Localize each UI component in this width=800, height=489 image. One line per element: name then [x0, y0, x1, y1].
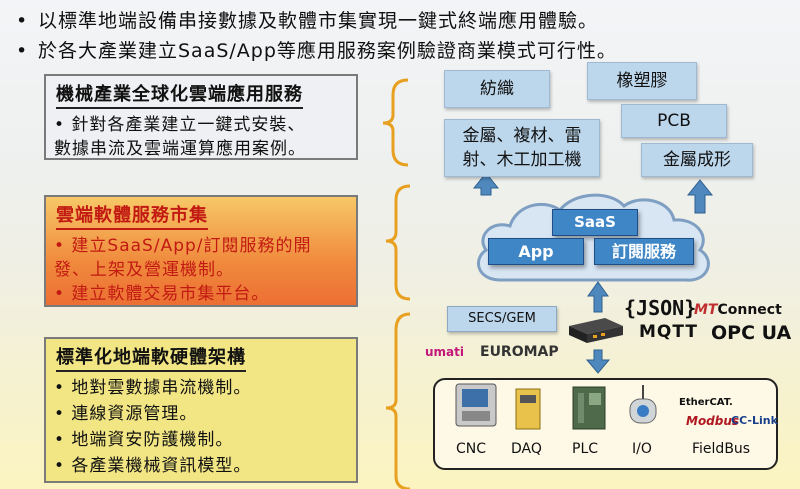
subscription-box: 訂閱服務	[594, 238, 694, 265]
panel-title: 雲端軟體服務市集	[56, 201, 208, 230]
modbus-logo: Modbus	[686, 414, 740, 428]
arrow-up-right	[686, 179, 714, 214]
arrow-gateway-devices	[585, 349, 611, 374]
panel-line: • 建立軟體交易市集平台。	[54, 284, 270, 304]
mtconnect-rest: Connect	[717, 302, 782, 318]
panel-software-market: 雲端軟體服務市集 • 建立SaaS/App/訂閱服務的開 發、上架及營運機制。 …	[44, 195, 358, 307]
panel-line: • 各產業機械資訊模型。	[54, 456, 252, 476]
bullet-dot: •	[16, 10, 29, 32]
bullet-dot: •	[16, 40, 29, 62]
industry-plastics: 橡塑膠	[587, 62, 697, 100]
mtconnect-logo: MTConnect	[694, 302, 782, 318]
device-label-io: I/O	[632, 441, 652, 457]
io-module-icon	[629, 385, 657, 424]
mqtt-logo: MQTT	[639, 322, 698, 342]
panel-line: • 地對雲數據串流機制。	[54, 378, 252, 398]
industry-metal-line-2: 射、木工加工機	[462, 150, 582, 170]
bullet-line-2: • 於各大產業建立SaaS/App等應用服務案例驗證商業模式可行性。	[16, 36, 617, 63]
gateway-device-icon	[565, 316, 627, 344]
bracket-middle	[385, 184, 411, 301]
panel-title: 標準化地端軟硬體架構	[56, 343, 246, 372]
umati-logo: umati	[425, 345, 464, 359]
industry-metal-composite: 金屬、複材、雷 射、木工加工機	[444, 119, 600, 177]
device-label-fieldbus: FieldBus	[692, 441, 751, 457]
cclink-logo: CC-Link	[731, 414, 778, 427]
industry-metal-line-1: 金屬、複材、雷	[462, 126, 582, 146]
mtconnect-mt: MT	[694, 302, 718, 318]
json-logo: {JSON}	[624, 296, 697, 320]
panel-line: • 針對各產業建立一鍵式安裝、	[54, 115, 306, 135]
euromap-logo: EUROMAP	[480, 344, 559, 360]
industry-pcb: PCB	[621, 104, 727, 138]
bullet-text-2: 於各大產業建立SaaS/App等應用服務案例驗證商業模式可行性。	[38, 40, 617, 62]
panel-cloud-services: 機械產業全球化雲端應用服務 • 針對各產業建立一鍵式安裝、 數據串流及雲端運算應…	[44, 74, 358, 160]
ethercat-logo: EtherCAT.	[679, 397, 733, 408]
arrow-cloud-gateway	[587, 281, 609, 313]
panel-line: • 地端資安防護機制。	[54, 430, 234, 450]
bullet-text-1: 以標準地端設備串接數據及軟體市集實現一鍵式終端應用體驗。	[38, 10, 599, 32]
panel-title: 機械產業全球化雲端應用服務	[56, 80, 303, 109]
opcua-logo: OPC UA	[711, 322, 792, 344]
device-label-cnc: CNC	[456, 441, 487, 457]
panel-line: 發、上架及營運機制。	[54, 260, 234, 280]
daq-icon	[515, 388, 541, 430]
industry-metal-forming: 金屬成形	[641, 143, 753, 177]
industry-textile: 紡織	[444, 70, 550, 108]
saas-box: SaaS	[552, 209, 638, 236]
arrow-up-left	[472, 172, 500, 196]
bullet-line-1: • 以標準地端設備串接數據及軟體市集實現一鍵式終端應用體驗。	[16, 6, 598, 33]
plc-icon	[572, 386, 606, 430]
panel-line: • 連線資源管理。	[54, 404, 198, 424]
bracket-bottom	[385, 312, 411, 489]
device-label-daq: DAQ	[511, 441, 542, 457]
device-label-plc: PLC	[572, 441, 599, 457]
app-box: App	[488, 238, 584, 265]
cnc-icon	[455, 383, 497, 427]
bracket-top	[382, 78, 409, 167]
panel-line: 數據串流及雲端運算應用案例。	[54, 139, 306, 159]
panel-line: • 建立SaaS/App/訂閱服務的開	[54, 236, 312, 256]
secs-gem-badge: SECS/GEM	[447, 306, 557, 332]
panel-standard-architecture: 標準化地端軟硬體架構 • 地對雲數據串流機制。 • 連線資源管理。 • 地端資安…	[44, 337, 358, 483]
